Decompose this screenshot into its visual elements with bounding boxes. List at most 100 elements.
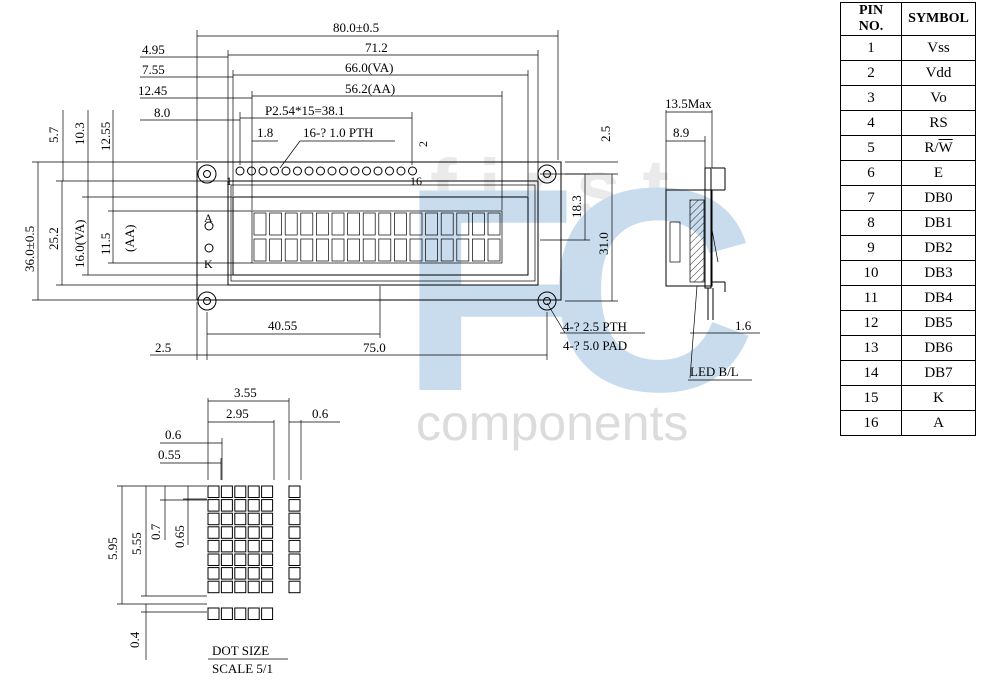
dot [247, 485, 260, 498]
character-cell [253, 238, 267, 262]
active-area [251, 210, 503, 264]
bottom-dimensions: 40.55 2.5 75.0 4-? 2.5 PTH 4-? 5.0 PAD [150, 286, 645, 360]
character-cell [378, 238, 392, 262]
dot [288, 485, 301, 498]
dim-dot-3-55: 3.55 [234, 385, 257, 400]
cursor-dot [234, 607, 247, 620]
side-view: 13.5Max 8.9 1.6 LED B/L [665, 96, 760, 381]
dim-10-3: 10.3 [72, 122, 87, 145]
dot [234, 512, 247, 526]
pin-no: 11 [840, 285, 902, 311]
pin-hole [270, 166, 279, 176]
top-dimensions: 80.0±0.5 71.2 66.0(VA) 56.2(AA) P2.54*15… [138, 20, 618, 210]
watermark-logo: FC [400, 128, 751, 452]
dim-36: 36.0±0.5 [22, 226, 37, 272]
dot [207, 526, 220, 539]
dot-size-view: 3.55 2.95 0.6 0.6 0.55 5.95 5.55 0.7 [105, 385, 340, 676]
pin-hole [408, 166, 417, 176]
dot [288, 512, 301, 526]
character-cell [456, 238, 470, 262]
pin-no: 14 [840, 360, 902, 386]
pin-symbol: Vo [901, 85, 976, 111]
mount-pad-label: 4-? 5.0 PAD [563, 338, 627, 353]
character-cell [378, 212, 392, 236]
dot [207, 485, 220, 498]
character-cell [472, 238, 485, 262]
character-cell [487, 212, 501, 236]
dot [261, 526, 274, 539]
dot [247, 499, 260, 512]
character-cell [472, 212, 485, 236]
pin-symbol: Vdd [901, 60, 976, 86]
dim-dot-0-65: 0.65 [172, 525, 187, 548]
dot [234, 553, 247, 566]
dot [234, 580, 247, 594]
mount-pth-label: 4-? 2.5 PTH [563, 319, 627, 334]
pin-hole [247, 166, 256, 176]
pin-symbol: DB7 [901, 360, 976, 386]
view-area [232, 196, 529, 276]
watermark-text: components [416, 395, 688, 451]
dot [288, 539, 301, 553]
dot [234, 539, 247, 553]
character-cell [487, 238, 501, 262]
character-cell [440, 238, 454, 262]
dim-overall-width: 80.0±0.5 [333, 20, 379, 35]
character-cell [331, 238, 345, 262]
character-cell [394, 212, 407, 236]
pin-header [235, 166, 417, 176]
dim-top-2-5: 2.5 [598, 126, 613, 142]
pin-hole [235, 166, 245, 176]
dot-grid [207, 485, 301, 620]
pin-no: 12 [840, 310, 902, 336]
dim-dot-0-6: 0.6 [312, 406, 329, 421]
dim-view-area: 66.0(VA) [345, 60, 394, 75]
pin-no: 13 [840, 335, 902, 361]
dim-5-7: 5.7 [46, 126, 61, 143]
pin-table-header: PIN NO. SYMBOL [840, 2, 976, 36]
dot-dimensions: 3.55 2.95 0.6 0.6 0.55 5.95 5.55 0.7 [105, 385, 340, 660]
dot [288, 567, 301, 580]
character-cell [425, 238, 438, 262]
dot [234, 485, 247, 498]
pin-hole [350, 166, 360, 176]
pin-no: 4 [840, 110, 902, 136]
dot [261, 580, 274, 594]
character-cell [456, 212, 470, 236]
dot [220, 553, 233, 566]
pin-symbol: DB4 [901, 285, 976, 311]
character-cell [362, 212, 376, 236]
character-cell [347, 212, 360, 236]
pin-no-header: PIN NO. [840, 2, 902, 36]
character-cell [269, 238, 282, 262]
character-cell [409, 238, 423, 262]
dim-16-va: 16.0(VA) [72, 219, 87, 268]
pin-hole [327, 166, 337, 176]
dim-dot-5-55: 5.55 [129, 532, 144, 555]
pin-hole [339, 166, 348, 176]
symbol-prefix: R/ [924, 139, 939, 156]
led-k-label: K [204, 257, 213, 271]
character-cell [425, 212, 438, 236]
pin-symbol: A [901, 410, 976, 436]
dot [234, 567, 247, 580]
dot-size-scale: SCALE 5/1 [212, 661, 273, 676]
dot [247, 553, 260, 566]
dim-40-55: 40.55 [268, 318, 297, 333]
character-cell [331, 212, 345, 236]
pin-hole [293, 166, 302, 176]
dim-side-depth: 13.5Max [665, 96, 712, 111]
dot [220, 567, 233, 580]
dim-dot-2-95: 2.95 [226, 406, 249, 421]
dot [220, 526, 233, 539]
pin-no: 5 [840, 135, 902, 161]
dot [207, 553, 220, 566]
dot [220, 512, 233, 526]
dim-bezel-width: 71.2 [365, 40, 388, 55]
dot [220, 499, 233, 512]
pin-symbol: K [901, 385, 976, 411]
